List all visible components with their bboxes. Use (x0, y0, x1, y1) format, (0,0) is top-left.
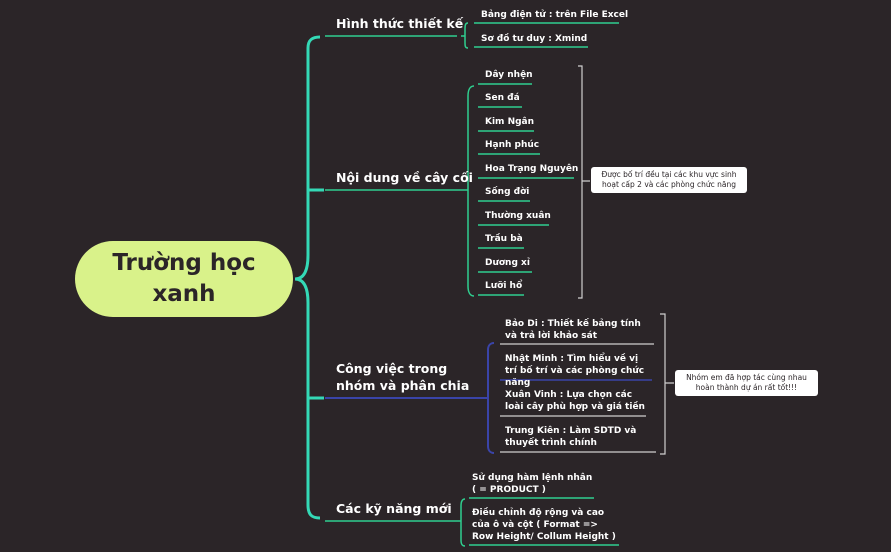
branch-hinh-thuc-thiet-ke[interactable]: Hình thức thiết kế (336, 16, 464, 31)
note-plant-placement[interactable]: Được bố trí đều tại các khu vực sinh hoạ… (591, 167, 747, 193)
branch-cong-viec-nhom[interactable]: Công việc trong nhóm và phân chia (336, 361, 470, 393)
leaf-plant[interactable]: Hoa Trạng Nguyên (485, 164, 579, 174)
leaf-plant[interactable]: Sen đá (485, 93, 520, 103)
root-title-line1: Trường học (112, 250, 256, 276)
leaf-plant[interactable]: Thường xuân (485, 211, 551, 221)
leaf-task[interactable]: Bảo Di : Thiết kế bảng tính và trả lời k… (505, 319, 641, 341)
branch-noi-dung-cay-coi[interactable]: Nội dung về cây cối (336, 170, 473, 185)
leaf-plant[interactable]: Hạnh phúc (485, 140, 540, 150)
leaf-bang-dien-tu[interactable]: Bảng điện tử : trên File Excel (481, 10, 629, 20)
leaf-plant[interactable]: Trầu bà (485, 234, 523, 244)
root-title-line2: xanh (152, 281, 216, 307)
leaf-plant[interactable]: Kim Ngân (485, 117, 535, 127)
leaf-plant[interactable]: Lưỡi hổ (485, 281, 523, 291)
leaf-task[interactable]: Xuân Vinh : Lựa chọn các loài cây phù hợ… (505, 390, 645, 412)
leaf-so-do-tu-duy[interactable]: Sơ đồ tư duy : Xmind (481, 34, 588, 44)
leaf-task[interactable]: Trung Kiên : Làm SDTD và thuyết trình ch… (505, 426, 637, 448)
leaf-plant[interactable]: Dây nhện (485, 70, 533, 80)
leaf-task[interactable]: Nhật Minh : Tìm hiểu về vị trí bố trí và… (505, 354, 645, 388)
leaf-skill[interactable]: Điều chỉnh độ rộng và cao của ô và cột (… (472, 508, 616, 542)
branch-ky-nang-moi[interactable]: Các kỹ năng mới (336, 501, 452, 516)
leaf-plant[interactable]: Dương xỉ (485, 258, 530, 268)
leaf-skill[interactable]: Sử dụng hàm lệnh nhân ( = PRODUCT ) (472, 473, 593, 495)
leaf-plant[interactable]: Sống đời (485, 187, 530, 197)
note-teamwork[interactable]: Nhóm em đã hợp tác cùng nhau hoàn thành … (675, 370, 818, 396)
root-node[interactable]: Trường học xanh (75, 241, 293, 317)
